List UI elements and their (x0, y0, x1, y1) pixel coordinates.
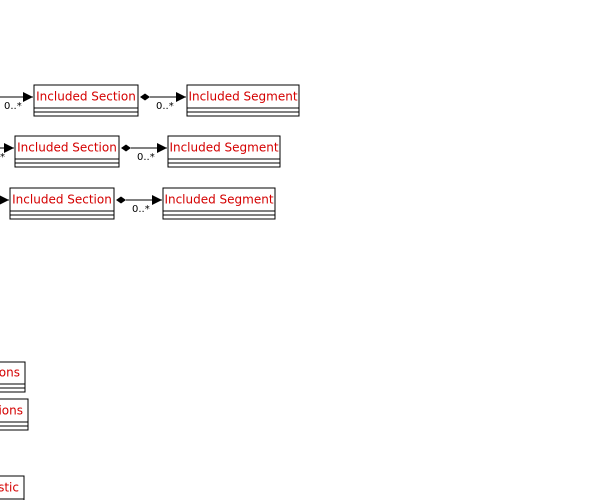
class-name: sions (0, 404, 23, 418)
class-included-segment-2[interactable]: Included Segment (167, 135, 281, 168)
class-included-section-2[interactable]: Included Section (14, 135, 120, 168)
class-name: Included Section (36, 90, 136, 104)
association-section-segment-2[interactable]: 0..* (121, 143, 167, 164)
association-section-segment-3[interactable]: 0..* (116, 195, 162, 216)
multiplicity-label: * (0, 152, 5, 163)
class-name: Included Segment (169, 141, 278, 155)
multiplicity-label: 0..* (132, 204, 150, 215)
class-name: Included Segment (188, 90, 297, 104)
class-included-section-3[interactable]: Included Section (9, 187, 115, 220)
multiplicity-label: 0..* (137, 152, 155, 163)
class-name: Included Section (17, 141, 117, 155)
multiplicity-label: 0..* (4, 101, 22, 112)
multiplicity-label: 0..* (156, 101, 174, 112)
association-into-section-1[interactable]: 0..* (0, 92, 33, 112)
class-included-section-1[interactable]: Included Section (33, 84, 139, 117)
class-name: Included Segment (164, 193, 273, 207)
class-included-segment-3[interactable]: Included Segment (162, 187, 276, 220)
composition-diamond (140, 93, 150, 101)
composition-diamond (121, 144, 131, 152)
composition-diamond (116, 196, 126, 204)
association-section-segment-1[interactable]: 0..* (140, 92, 186, 113)
class-included-segment-1[interactable]: Included Segment (186, 84, 300, 117)
class-name: Included Section (12, 193, 112, 207)
class-partial-ions[interactable]: ions (0, 361, 26, 393)
class-partial-istic[interactable]: istic (0, 475, 25, 500)
class-partial-sions[interactable]: sions (0, 398, 29, 431)
association-into-section-2[interactable]: * (0, 143, 14, 163)
class-name: istic (0, 481, 19, 495)
class-name: ions (0, 366, 20, 380)
